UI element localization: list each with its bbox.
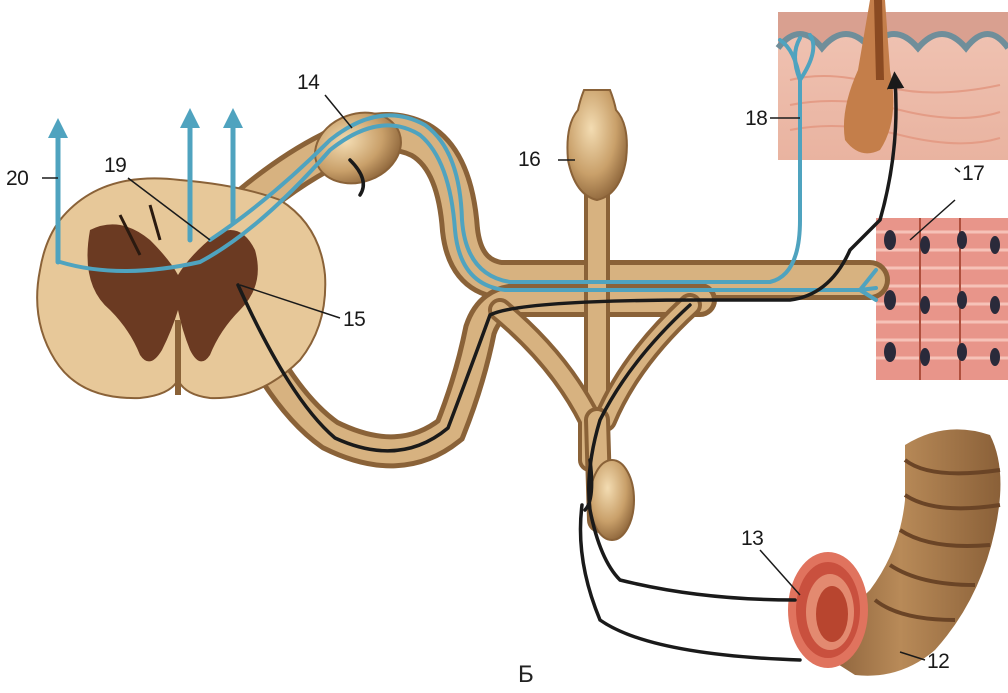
intestine-segment bbox=[788, 429, 1000, 675]
figure-caption: Б bbox=[518, 663, 534, 687]
prevertebral-ganglion bbox=[590, 460, 634, 540]
label-16: 16 bbox=[518, 149, 540, 170]
label-18: 18 bbox=[745, 108, 767, 129]
label-20: 20 bbox=[6, 168, 28, 189]
label-12: 12 bbox=[927, 651, 949, 672]
label-17: 17 bbox=[962, 163, 984, 184]
skin-patch bbox=[778, 0, 1008, 160]
muscle-patch bbox=[876, 218, 1008, 380]
label-14: 14 bbox=[297, 72, 319, 93]
label-15: 15 bbox=[343, 309, 365, 330]
label-13: 13 bbox=[741, 528, 763, 549]
sympathetic-ganglion bbox=[567, 90, 626, 200]
spinal-cord-section bbox=[37, 178, 325, 398]
label-19: 19 bbox=[104, 155, 126, 176]
